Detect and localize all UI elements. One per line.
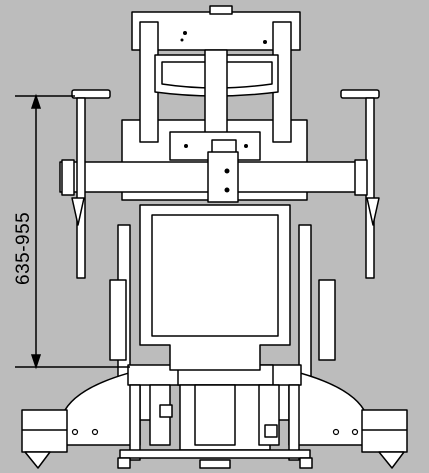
caster-wheel-right [361,409,408,469]
armrest-right [340,89,380,279]
dimension-label: 635-955 [13,211,34,285]
armrest-left [61,89,111,279]
fasteners [180,31,267,193]
crossbar [59,151,371,203]
height-dimension [15,93,130,370]
dimension-arrow-top [30,93,42,109]
dimension-arrow-bottom [30,354,42,370]
base-bolts [71,428,359,436]
backrest [131,5,301,143]
caster-wheel-left [21,409,68,469]
